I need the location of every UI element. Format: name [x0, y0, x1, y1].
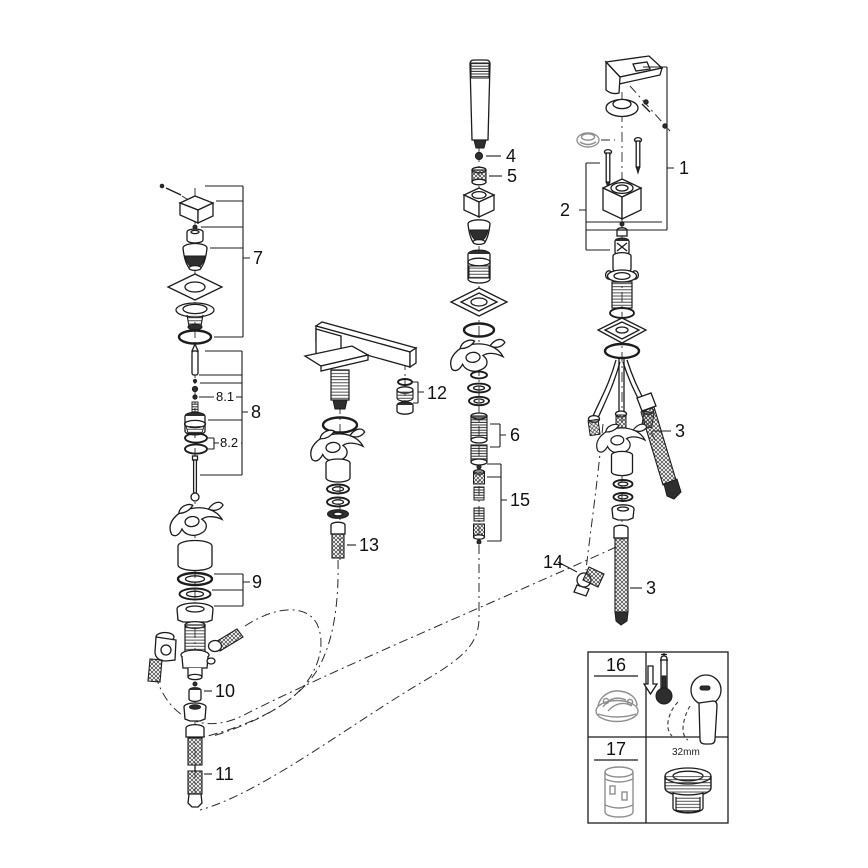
part-10-adapter-group — [183, 681, 207, 722]
part-8-cartridge-group — [183, 342, 208, 502]
part-3-hose-diagonal — [636, 392, 682, 500]
part-label-13: 13 — [359, 535, 380, 555]
part-label-3b: 3 — [646, 578, 657, 598]
part-6-bracket — [490, 423, 506, 448]
legend-size-label: 32mm — [672, 747, 700, 758]
legend-box — [587, 651, 729, 824]
spout-group — [303, 321, 418, 410]
legend-thread-adapter-icon — [664, 767, 712, 814]
part-label-11: 11 — [215, 764, 234, 784]
part-4-seal — [474, 151, 484, 161]
part-2-bracket — [579, 162, 662, 251]
part-7-bracket — [201, 185, 250, 338]
valve-body-group — [147, 620, 244, 683]
part-label-1: 1 — [679, 158, 690, 178]
part-label-8-2: 8.2 — [220, 435, 239, 450]
part-label-7: 7 — [253, 248, 264, 268]
legend-lever-icon — [667, 674, 722, 745]
part-label-2: 2 — [560, 200, 571, 220]
part-8-bracket — [199, 350, 248, 476]
shower-holder-group — [448, 187, 509, 407]
part-15-bracket — [487, 463, 507, 542]
part-label-10: 10 — [215, 681, 236, 701]
legend-label-16: 16 — [606, 655, 627, 675]
part-3-hose-vertical — [613, 524, 629, 626]
part-14-elbow-group — [573, 566, 605, 597]
part-label-14: 14 — [543, 552, 564, 572]
handshower-group — [469, 59, 491, 149]
part-label-8: 8 — [251, 402, 262, 422]
right-mounting-group — [594, 421, 650, 521]
part-label-8-1: 8.1 — [216, 389, 235, 404]
hose-routing-curves — [156, 423, 658, 811]
part-label-15: 15 — [510, 490, 531, 510]
valve-cube-group — [596, 178, 648, 360]
part-12-aerator-group — [396, 378, 414, 415]
label-leader-lines — [204, 155, 671, 775]
spout-mounting-group — [307, 416, 368, 519]
center-axis-lines — [194, 92, 623, 806]
legend-label-17: 17 — [606, 739, 627, 759]
part-1-bracket — [640, 66, 674, 231]
part-5-check-valve — [471, 166, 487, 186]
legend-flow-restrictor-icon — [595, 690, 639, 723]
part-12-bracket — [412, 381, 424, 404]
part-label-9: 9 — [252, 572, 263, 592]
part-label-6: 6 — [510, 425, 521, 445]
lever-handle-group — [604, 55, 671, 132]
part-9-bracket — [212, 573, 250, 607]
legend-thermometer-icon — [642, 653, 673, 705]
part-label-12: 12 — [427, 383, 448, 403]
part-13-hose-group — [330, 521, 346, 559]
flow-restrictor-gray — [576, 132, 615, 148]
part-6-extension-group — [470, 412, 488, 466]
handle-screws — [603, 136, 643, 190]
part-15-pullrod-group — [472, 464, 486, 545]
legend-cartridge-icon — [604, 766, 634, 818]
part-label-3a: 3 — [675, 421, 686, 441]
part-label-5: 5 — [507, 166, 518, 186]
part-label-4: 4 — [506, 146, 517, 166]
part-11-hose-group — [185, 723, 205, 808]
part-7-handle-group — [159, 183, 224, 345]
part-9-mounting-group — [166, 499, 228, 623]
